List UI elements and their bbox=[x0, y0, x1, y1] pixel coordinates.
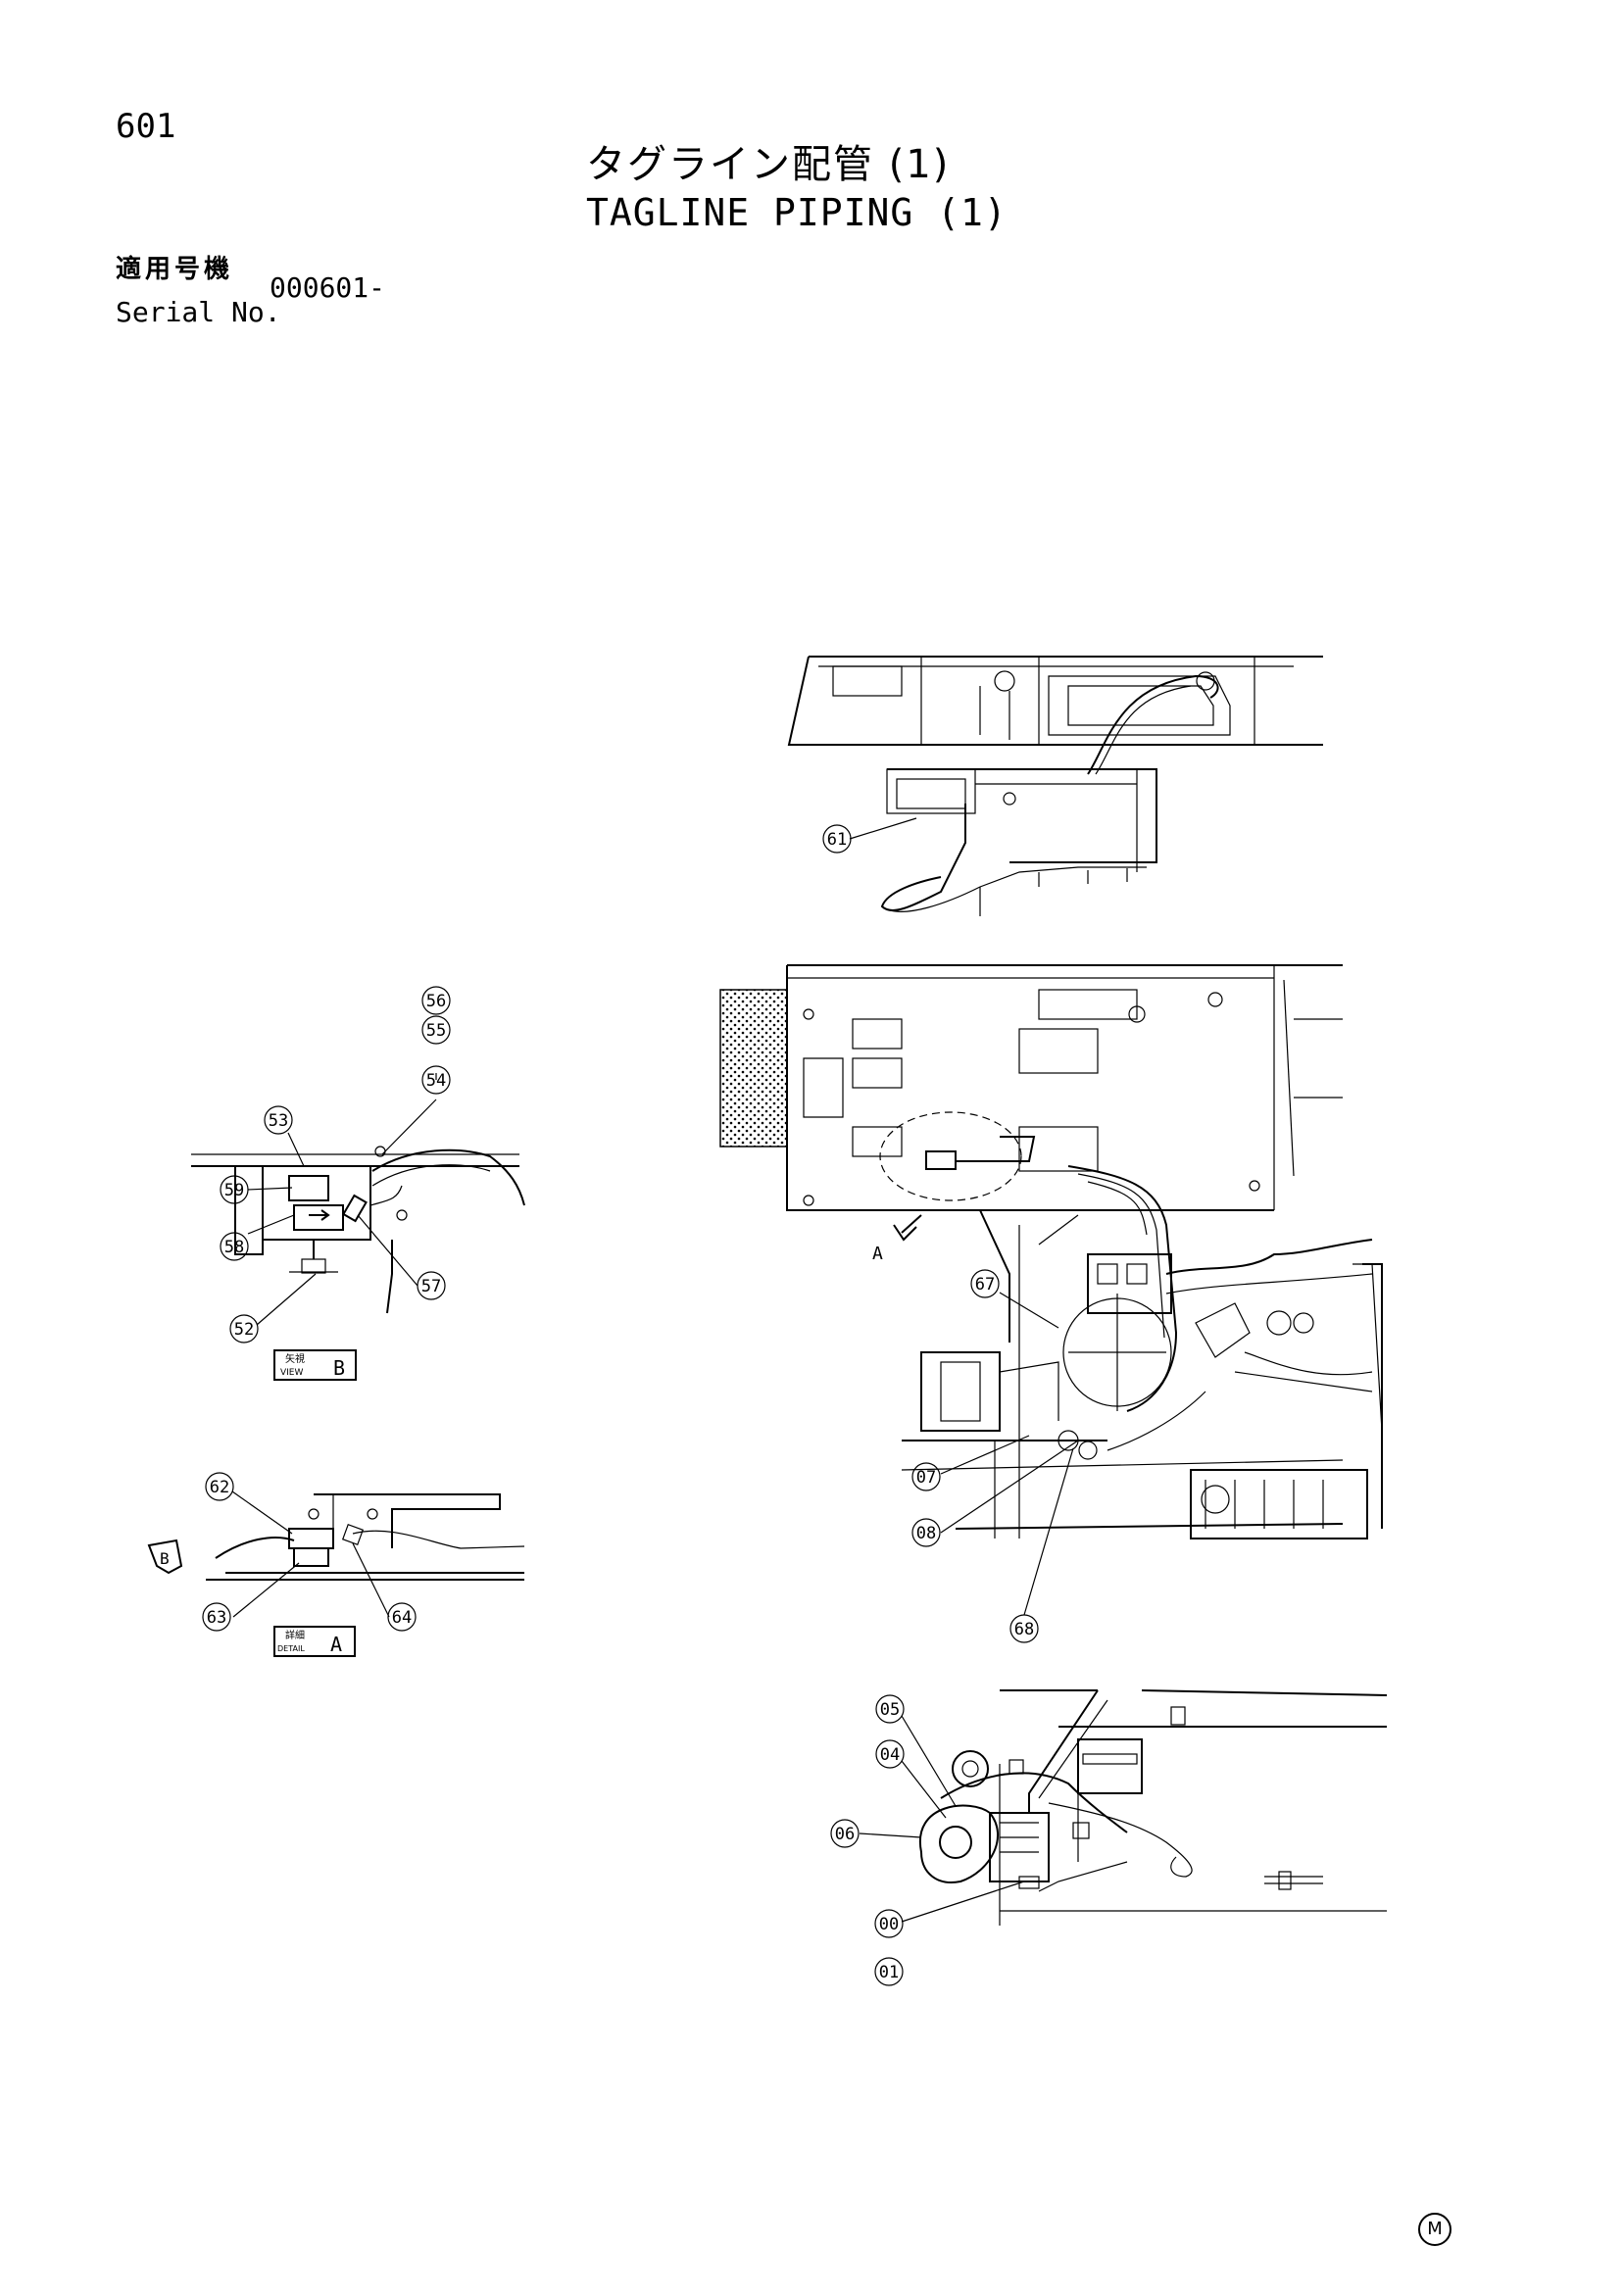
arrow-a-label: A bbox=[872, 1244, 883, 1264]
serial-number-value: 000601- bbox=[270, 271, 386, 304]
callout-08: 08 bbox=[911, 1518, 941, 1547]
center-assembly-view bbox=[719, 964, 1383, 1539]
svg-text:68: 68 bbox=[1014, 1620, 1034, 1639]
detail-a-label-en: DETAIL bbox=[277, 1644, 305, 1653]
detail-a-view bbox=[147, 1493, 525, 1657]
callout-61: 61 bbox=[822, 824, 852, 854]
svg-text:62: 62 bbox=[210, 1478, 229, 1497]
callout-62: 62 bbox=[205, 1472, 234, 1501]
svg-text:64: 64 bbox=[392, 1608, 412, 1628]
svg-text:00: 00 bbox=[879, 1915, 899, 1934]
callout-57: 57 bbox=[417, 1271, 446, 1300]
svg-text:53: 53 bbox=[269, 1111, 288, 1131]
callout-53: 53 bbox=[264, 1105, 293, 1135]
svg-text:59: 59 bbox=[224, 1181, 244, 1200]
detail-a-label-ja: 詳細 bbox=[285, 1629, 305, 1641]
svg-text:01: 01 bbox=[879, 1963, 899, 1982]
callout-54: 54 bbox=[421, 1065, 451, 1095]
callout-63: 63 bbox=[202, 1602, 231, 1632]
callout-55: 55 bbox=[421, 1015, 451, 1045]
view-b-detail bbox=[191, 1146, 525, 1381]
top-assembly-view bbox=[787, 656, 1323, 916]
svg-text:57: 57 bbox=[421, 1277, 441, 1296]
bottom-assembly-view bbox=[918, 1689, 1388, 1926]
callout-64: 64 bbox=[387, 1602, 417, 1632]
callout-04: 04 bbox=[875, 1739, 905, 1769]
svg-text:55: 55 bbox=[426, 1021, 446, 1041]
callouts: 61 56 55 54 53 59 58 57 52 62 63 64 67 0… bbox=[202, 824, 1039, 1986]
svg-text:67: 67 bbox=[975, 1275, 995, 1295]
detail-a-label-box bbox=[273, 1626, 356, 1657]
svg-text:54: 54 bbox=[426, 1071, 446, 1091]
detail-a-letter: A bbox=[330, 1633, 342, 1656]
svg-text:07: 07 bbox=[916, 1468, 936, 1488]
view-b-label-box bbox=[273, 1349, 357, 1381]
serial-label-english: Serial No. bbox=[116, 296, 281, 328]
callout-68: 68 bbox=[1009, 1614, 1039, 1643]
serial-label-japanese: 適用号機 bbox=[116, 255, 234, 284]
callout-06: 06 bbox=[830, 1819, 860, 1848]
view-b-label-en: VIEW bbox=[280, 1368, 303, 1378]
svg-text:58: 58 bbox=[224, 1238, 244, 1257]
view-b-label-ja: 矢視 bbox=[285, 1352, 305, 1365]
view-b-letter: B bbox=[333, 1356, 345, 1380]
callout-67: 67 bbox=[970, 1269, 1000, 1298]
svg-text:63: 63 bbox=[207, 1608, 226, 1628]
leader-lines bbox=[231, 817, 1079, 1923]
callout-58: 58 bbox=[220, 1232, 249, 1261]
callout-00: 00 bbox=[874, 1909, 904, 1938]
svg-text:05: 05 bbox=[880, 1700, 900, 1720]
view-labels: 矢視 VIEW B 詳細 DETAIL A A B bbox=[160, 1244, 883, 1656]
footer-m-mark: M bbox=[1418, 2213, 1451, 2246]
callout-59: 59 bbox=[220, 1175, 249, 1204]
svg-text:08: 08 bbox=[916, 1524, 936, 1543]
callout-56: 56 bbox=[421, 986, 451, 1015]
svg-text:52: 52 bbox=[234, 1320, 254, 1340]
page-title-japanese: タグライン配管 (1) bbox=[586, 142, 951, 187]
arrow-b-label: B bbox=[160, 1549, 170, 1568]
svg-text:04: 04 bbox=[880, 1745, 900, 1765]
callout-05: 05 bbox=[875, 1694, 905, 1724]
svg-text:61: 61 bbox=[827, 830, 847, 850]
callout-07: 07 bbox=[911, 1462, 941, 1491]
page-number: 601 bbox=[116, 107, 176, 146]
svg-text:06: 06 bbox=[835, 1825, 855, 1844]
callout-52: 52 bbox=[229, 1314, 259, 1343]
svg-text:56: 56 bbox=[426, 992, 446, 1011]
callout-01: 01 bbox=[874, 1957, 904, 1986]
page-title-english: TAGLINE PIPING (1) bbox=[586, 191, 1008, 234]
